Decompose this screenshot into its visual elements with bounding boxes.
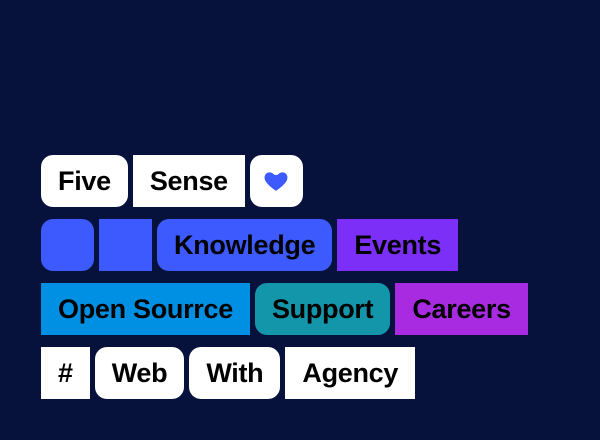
tag-chip-label: Knowledge bbox=[174, 229, 316, 260]
tag-chip-five[interactable]: Five bbox=[41, 155, 128, 207]
tag-chip-label: # bbox=[58, 357, 73, 388]
tag-chip-with[interactable]: With bbox=[189, 347, 281, 399]
tag-chip-blank[interactable] bbox=[99, 219, 152, 271]
tag-chip-heart-icon[interactable] bbox=[249, 155, 303, 207]
tag-chip-label: Careers bbox=[412, 293, 511, 324]
tag-chip-support[interactable]: Support bbox=[254, 283, 391, 335]
tag-chip-events[interactable]: Events bbox=[337, 219, 459, 271]
tag-row: Knowledge Events bbox=[41, 219, 528, 271]
tag-chip-web[interactable]: Web bbox=[94, 347, 185, 399]
tag-chip-open-sourrce[interactable]: Open Sourrce bbox=[41, 283, 250, 335]
tag-chip-blank[interactable]: # bbox=[41, 347, 90, 399]
tag-chip-label: With bbox=[206, 357, 264, 388]
tag-chip-careers[interactable]: Careers bbox=[395, 283, 528, 335]
tag-chip-label: Five bbox=[58, 165, 111, 196]
tag-chip-label: Agency bbox=[302, 357, 399, 388]
tag-row: Open Sourrce Support Careers bbox=[41, 283, 528, 335]
tag-chip-sense[interactable]: Sense bbox=[132, 155, 245, 207]
tag-chip-agency[interactable]: Agency bbox=[285, 347, 416, 399]
tag-chip-label: Sense bbox=[149, 165, 228, 196]
tag-chip-label: Open Sourrce bbox=[58, 293, 233, 324]
tag-chip-knowledge[interactable]: Knowledge bbox=[157, 219, 333, 271]
tag-row: # Web With Agency bbox=[41, 347, 528, 399]
tag-row: Five Sense bbox=[41, 155, 528, 207]
tag-chip-label: Support bbox=[271, 293, 374, 324]
tag-chip-label: Web bbox=[111, 357, 168, 388]
tag-chip-blank[interactable] bbox=[41, 219, 94, 271]
heart-icon bbox=[263, 168, 289, 194]
tag-chip-label: Events bbox=[354, 229, 442, 260]
